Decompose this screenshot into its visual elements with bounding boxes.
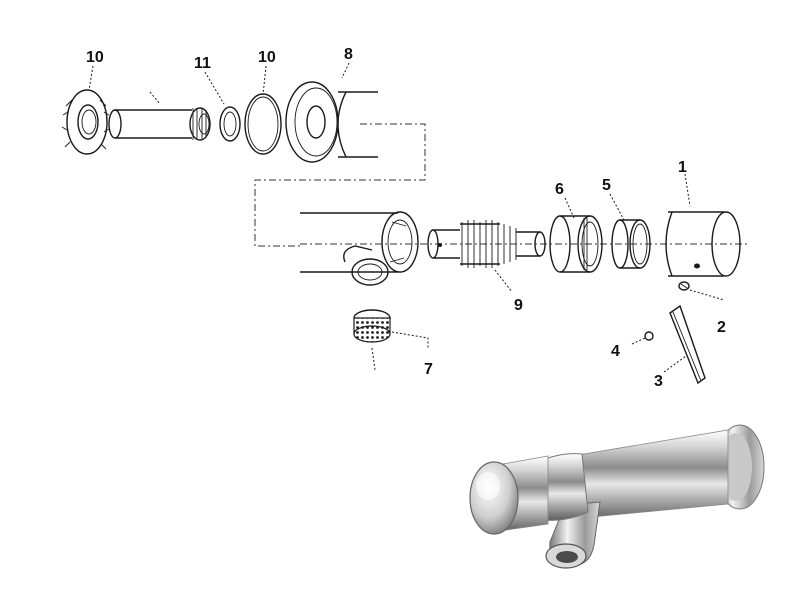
callout-6: 6 [555, 181, 564, 198]
part-10-escutcheon-left [61, 89, 110, 155]
product-photo-tap [469, 424, 765, 569]
callout-10-left: 10 [86, 49, 104, 66]
part-5-ring [611, 219, 651, 269]
part-3-hex-key [669, 304, 706, 385]
leader-lines [88, 62, 725, 373]
part-7-aerator [353, 309, 391, 343]
part-nipple-tube [108, 107, 211, 141]
part-4-small-screw [644, 331, 654, 341]
part-1-push-cap [665, 211, 741, 277]
callout-2: 2 [717, 319, 726, 336]
part-10-ring [244, 93, 282, 155]
part-8-wall-plate [285, 81, 378, 163]
part-body [300, 211, 419, 286]
callout-3: 3 [654, 373, 663, 390]
callouts: 10 11 10 8 6 5 1 9 2 4 3 7 [86, 46, 726, 390]
callout-8: 8 [344, 46, 353, 63]
callout-5: 5 [602, 177, 611, 194]
callout-4: 4 [611, 343, 620, 360]
callout-11: 11 [194, 55, 211, 72]
callout-10-right: 10 [258, 49, 276, 66]
callout-7: 7 [424, 361, 433, 378]
part-9-cartridge [427, 220, 546, 268]
callout-9: 9 [514, 297, 523, 314]
part-6-sleeve [549, 215, 603, 273]
callout-1: 1 [678, 159, 687, 176]
part-2-screw [678, 281, 690, 291]
part-11-o-ring [219, 106, 241, 142]
assembly-axis-top [254, 123, 426, 247]
